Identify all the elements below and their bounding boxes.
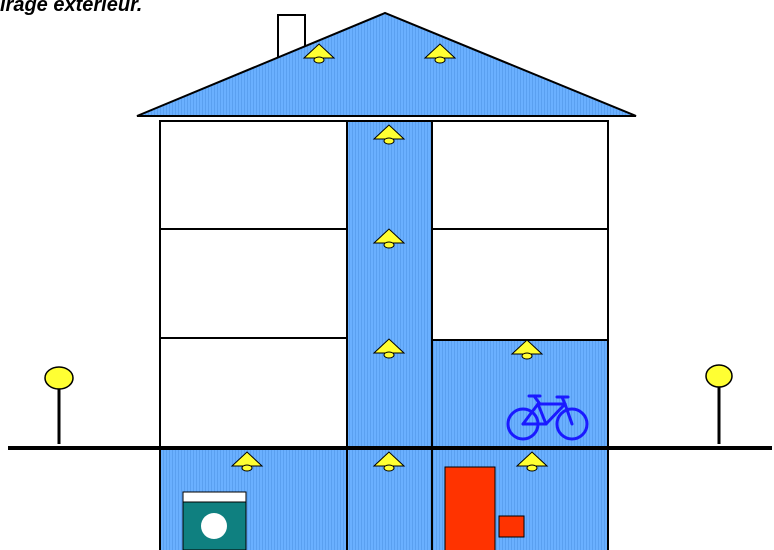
garage-room — [432, 340, 608, 448]
ceiling-lamp-icon — [302, 43, 336, 64]
ceiling-lamp-icon — [372, 228, 406, 249]
ceiling-lamp-icon — [515, 451, 549, 472]
boiler-icon — [444, 466, 525, 550]
washing-machine-icon — [182, 491, 247, 550]
roof — [136, 11, 637, 117]
ceiling-lamp-icon — [230, 451, 264, 472]
diagram-title: irage extérieur. — [0, 0, 143, 16]
ceiling-lamp-icon — [510, 339, 544, 360]
ceiling-lamp-icon — [423, 43, 457, 64]
ceiling-lamp-icon — [372, 124, 406, 145]
street-lamp-right-icon — [705, 364, 733, 444]
house-body — [159, 120, 609, 550]
ceiling-lamp-icon — [372, 451, 406, 472]
bicycle-icon — [506, 394, 589, 441]
street-lamp-left-icon — [44, 366, 74, 444]
ceiling-lamp-icon — [372, 338, 406, 359]
